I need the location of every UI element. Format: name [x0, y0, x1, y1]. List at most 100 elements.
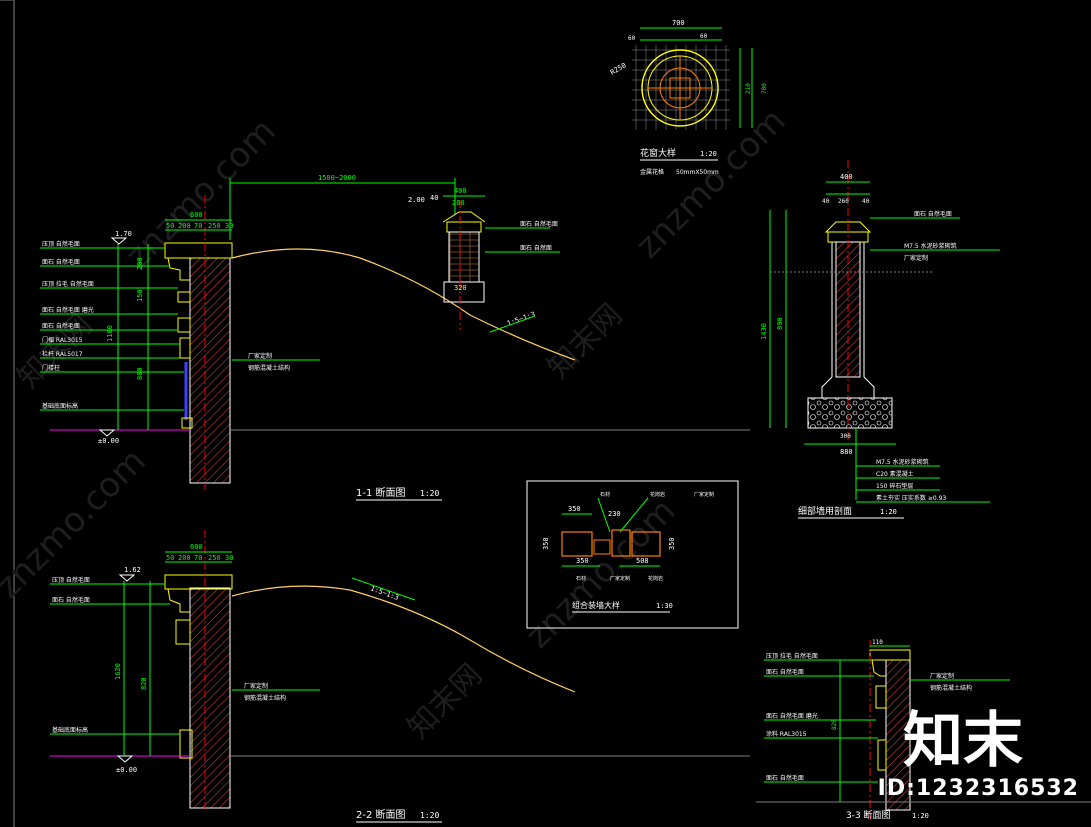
svg-text:面石 自然毛面: 面石 自然毛面 — [766, 668, 804, 676]
svg-text:压顶 拉毛 自然毛面: 压顶 拉毛 自然毛面 — [42, 280, 94, 288]
svg-text:面石 自然毛面: 面石 自然毛面 — [520, 220, 558, 228]
section-3-3-title: 3-3 断面图 — [846, 809, 891, 821]
svg-text:面石 自然毛面: 面石 自然毛面 — [42, 258, 80, 266]
svg-text:1:20: 1:20 — [700, 150, 717, 158]
svg-text:30: 30 — [225, 222, 233, 230]
svg-text:350: 350 — [576, 557, 589, 565]
svg-text:40: 40 — [430, 194, 438, 202]
svg-text:250: 250 — [208, 554, 221, 562]
svg-text:800: 800 — [136, 367, 144, 380]
svg-text:1430: 1430 — [760, 323, 768, 340]
svg-text:厂家定制: 厂家定制 — [930, 672, 954, 680]
watermark-cn-2: 知末网 — [541, 297, 629, 385]
svg-text:面石 自然毛面: 面石 自然毛面 — [52, 596, 90, 604]
brand-logo-text: 知末 — [903, 706, 1023, 776]
svg-text:1:20: 1:20 — [880, 508, 897, 516]
svg-text:30: 30 — [225, 554, 233, 562]
slope-label-1: 1:5~1:3 — [506, 310, 536, 328]
svg-text:210: 210 — [745, 83, 752, 94]
svg-text:厂家定制: 厂家定制 — [248, 352, 272, 360]
svg-text:面石 自然面: 面石 自然面 — [520, 244, 552, 252]
dim-1500-2000: 1500~2000 — [318, 174, 356, 182]
svg-text:300: 300 — [840, 433, 851, 440]
svg-text:厂家定制: 厂家定制 — [610, 575, 630, 582]
svg-text:M7.5 水泥砂浆砌筑: M7.5 水泥砂浆砌筑 — [904, 242, 957, 250]
svg-text:钢筋混凝土结构: 钢筋混凝土结构 — [930, 684, 972, 692]
svg-text:1100: 1100 — [106, 325, 114, 342]
svg-text:60: 60 — [700, 33, 708, 40]
image-id-label: ID:1232316532 — [877, 776, 1079, 801]
svg-text:50mmX50mm: 50mmX50mm — [676, 169, 719, 176]
svg-text:40: 40 — [862, 198, 870, 205]
svg-text:400: 400 — [454, 187, 467, 195]
svg-text:1:30: 1:30 — [656, 602, 673, 610]
svg-text:门楣 RAL3015: 门楣 RAL3015 — [42, 336, 83, 344]
svg-text:400: 400 — [840, 173, 853, 181]
svg-text:320: 320 — [454, 284, 467, 292]
svg-text:面石 自然毛面: 面石 自然毛面 — [42, 322, 80, 330]
svg-text:厂家定制: 厂家定制 — [244, 682, 268, 690]
watermark-cn-3: 知末网 — [401, 657, 489, 745]
svg-text:110: 110 — [872, 639, 883, 646]
svg-text:2.00: 2.00 — [408, 196, 425, 204]
level-0-00-1: ±0.00 — [98, 437, 119, 445]
svg-text:880: 880 — [840, 448, 853, 456]
svg-text:150: 150 — [136, 289, 144, 302]
svg-text:1:20: 1:20 — [420, 489, 439, 498]
svg-text:门楼柱: 门楼柱 — [42, 364, 60, 372]
svg-text:石材: 石材 — [576, 575, 586, 582]
svg-text:钢筋混凝土结构: 钢筋混凝土结构 — [248, 364, 290, 372]
section-3-3: 110 820 压顶 拉毛 自然毛面 面石 自然毛面 面石 自然毛面 磨光 涂料… — [756, 639, 1091, 821]
svg-text:面石 自然毛面: 面石 自然毛面 — [914, 210, 952, 218]
watermark-4: znzmo.com — [518, 491, 683, 656]
dim-700: 700 — [672, 19, 685, 27]
svg-text:70: 70 — [194, 554, 202, 562]
svg-text:1620: 1620 — [114, 663, 122, 680]
svg-text:260: 260 — [452, 199, 465, 207]
section-1-1-title: 1-1 断面图 — [356, 486, 406, 499]
svg-text:350: 350 — [568, 505, 581, 513]
svg-text:820: 820 — [140, 677, 148, 690]
combo-wall-detail: 350 230 350 508 350 350 石材 花岗岩 厂家定制 石材 厂… — [526, 480, 739, 629]
svg-text:200: 200 — [136, 257, 144, 270]
svg-text:700: 700 — [761, 83, 768, 94]
svg-text:C20 素混凝土: C20 素混凝土 — [876, 470, 914, 478]
svg-text:±0.00: ±0.00 — [116, 766, 137, 774]
svg-text:600: 600 — [190, 543, 203, 551]
svg-text:面石 自然毛面 磨光: 面石 自然毛面 磨光 — [766, 712, 818, 720]
svg-text:890: 890 — [776, 317, 784, 330]
svg-text:508: 508 — [636, 557, 649, 565]
combo-frame — [526, 480, 739, 629]
svg-text:40: 40 — [822, 198, 830, 205]
svg-text:素土夯实 压实系数 ≥0.93: 素土夯实 压实系数 ≥0.93 — [876, 494, 946, 502]
svg-text:200: 200 — [178, 222, 191, 230]
section-2-2: 600 50 200 70 250 30 1.62 ±0.00 1620 820… — [50, 530, 750, 823]
note-coping-1: 压顶 自然毛面 — [42, 240, 80, 248]
svg-text:基础底面标高: 基础底面标高 — [42, 402, 78, 410]
svg-text:花岗岩: 花岗岩 — [650, 491, 665, 498]
watermark-1: znzmo.com — [118, 111, 283, 276]
svg-text:1:20: 1:20 — [912, 812, 929, 820]
svg-text:150 碎石垫层: 150 碎石垫层 — [876, 482, 913, 490]
svg-text:260: 260 — [838, 198, 849, 205]
svg-text:M7.5 水泥砂浆砌筑: M7.5 水泥砂浆砌筑 — [876, 458, 929, 466]
svg-text:70: 70 — [194, 222, 202, 230]
flower-window-detail: 700 60 60 700 210 R250 花窗大样 1:20 金属花格 50… — [609, 19, 768, 176]
svg-text:250: 250 — [208, 222, 221, 230]
svg-text:1:20: 1:20 — [420, 811, 439, 820]
svg-text:820: 820 — [831, 719, 838, 730]
svg-text:石材: 石材 — [600, 491, 610, 498]
svg-text:面石 自然毛面 磨光: 面石 自然毛面 磨光 — [42, 306, 94, 314]
svg-text:面石 自然毛面: 面石 自然毛面 — [766, 774, 804, 782]
pillar-section-title: 细部墙用剖面 — [798, 505, 852, 517]
svg-text:R250: R250 — [609, 61, 628, 76]
svg-text:50: 50 — [166, 222, 174, 230]
svg-text:栏杆 RAL5017: 栏杆 RAL5017 — [42, 350, 83, 358]
svg-text:350: 350 — [542, 537, 550, 550]
dim-600-top: 600 — [190, 211, 203, 219]
svg-text:60: 60 — [628, 35, 636, 42]
svg-text:230: 230 — [608, 510, 621, 518]
section-2-2-title: 2-2 断面图 — [356, 808, 406, 821]
